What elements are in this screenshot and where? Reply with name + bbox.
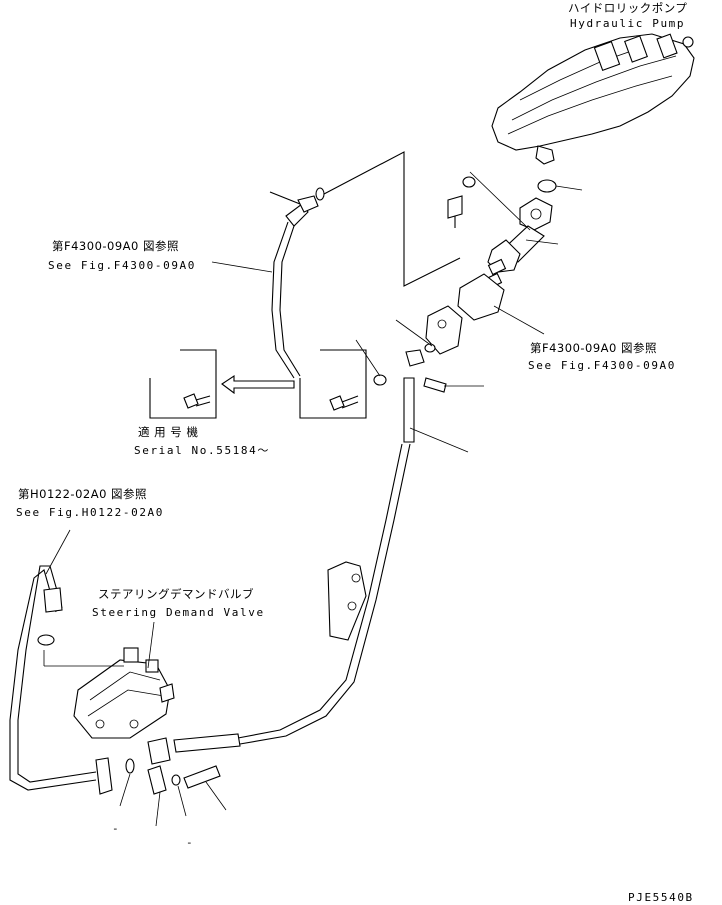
upper-hose (269, 187, 325, 379)
connection-zigzag (323, 151, 461, 287)
ref-fig-3-jp: 第H0122-02A0 図参照 (18, 487, 147, 501)
ref-fig-2-jp: 第F4300-09A0 図参照 (530, 341, 657, 355)
left-pipe (9, 565, 221, 795)
hydraulic-pump-drawing (491, 33, 695, 193)
dash-label-2: - (186, 836, 194, 849)
serial-label-en: Serial No.55184～ (134, 444, 270, 457)
steering-demand-valve-drawing (73, 647, 175, 739)
pump-label-jp: ハイドロリックポンプ (568, 1, 687, 15)
valve-label-jp: ステアリングデマンドバルブ (98, 587, 254, 601)
pump-label-en: Hydraulic Pump (570, 17, 685, 30)
pump-outlet-elbow (447, 176, 553, 273)
valve-label-en: Steering Demand Valve (92, 606, 265, 619)
ref-fig-1-en: See Fig.F4300-09A0 (48, 259, 196, 272)
dash-label-1: - (112, 822, 120, 835)
arrow-left (221, 374, 295, 395)
bolt-detail-right (299, 349, 367, 419)
bolt-detail-left (149, 349, 217, 419)
ref-fig-2-en: See Fig.F4300-09A0 (528, 359, 676, 372)
serial-label-jp: 適 用 号 機 (138, 425, 198, 439)
ref-fig-1-jp: 第F4300-09A0 図参照 (52, 239, 179, 253)
drawing-code: PJE5540B (628, 891, 694, 904)
leader-lines (43, 171, 583, 827)
split-flange-cluster (373, 258, 507, 386)
center-hose (147, 349, 447, 765)
ref-fig-3-en: See Fig.H0122-02A0 (16, 506, 164, 519)
